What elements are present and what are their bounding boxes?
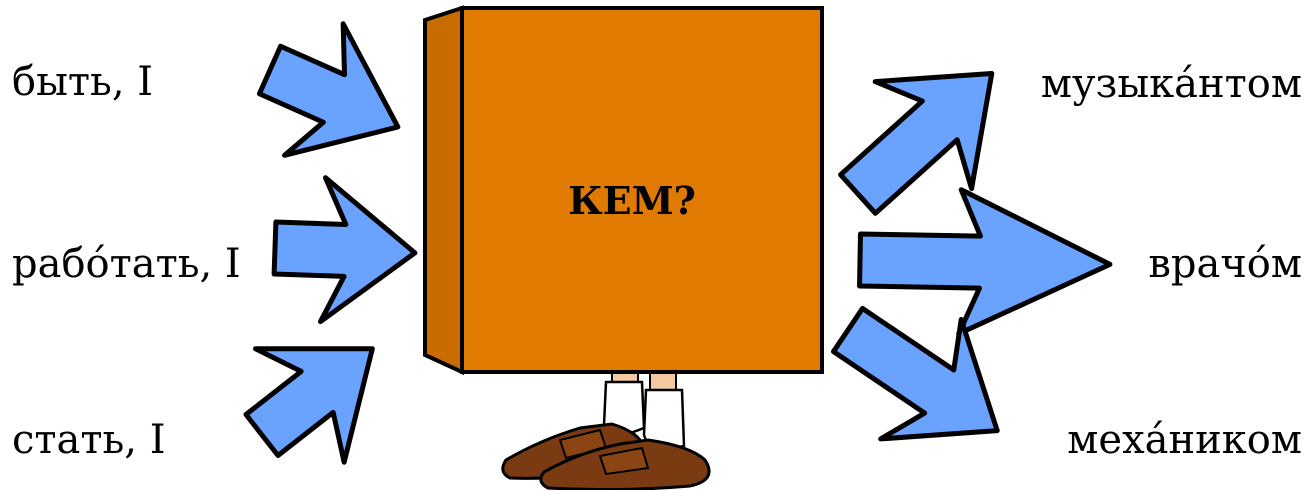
arrow-out-middle	[859, 188, 1111, 336]
box: КЕМ?	[425, 8, 822, 372]
box-side-face	[425, 8, 462, 372]
left-arrows	[218, 4, 428, 490]
arrow-in-top	[241, 4, 427, 192]
right-word-mekhanikom: меха́ником	[1067, 420, 1302, 460]
left-word-byt: быть, I	[12, 62, 153, 102]
right-word-muzykantom: музыка́нтом	[1041, 64, 1302, 104]
arrow-in-middle	[272, 176, 417, 325]
right-word-vrachom: врачо́м	[1148, 244, 1302, 284]
arrow-in-bottom	[218, 292, 417, 490]
feet-illustration	[503, 372, 709, 490]
box-label: КЕМ?	[568, 178, 696, 223]
left-word-rabotat: рабо́тать, I	[12, 244, 241, 284]
left-word-stat: стать, I	[12, 420, 166, 460]
